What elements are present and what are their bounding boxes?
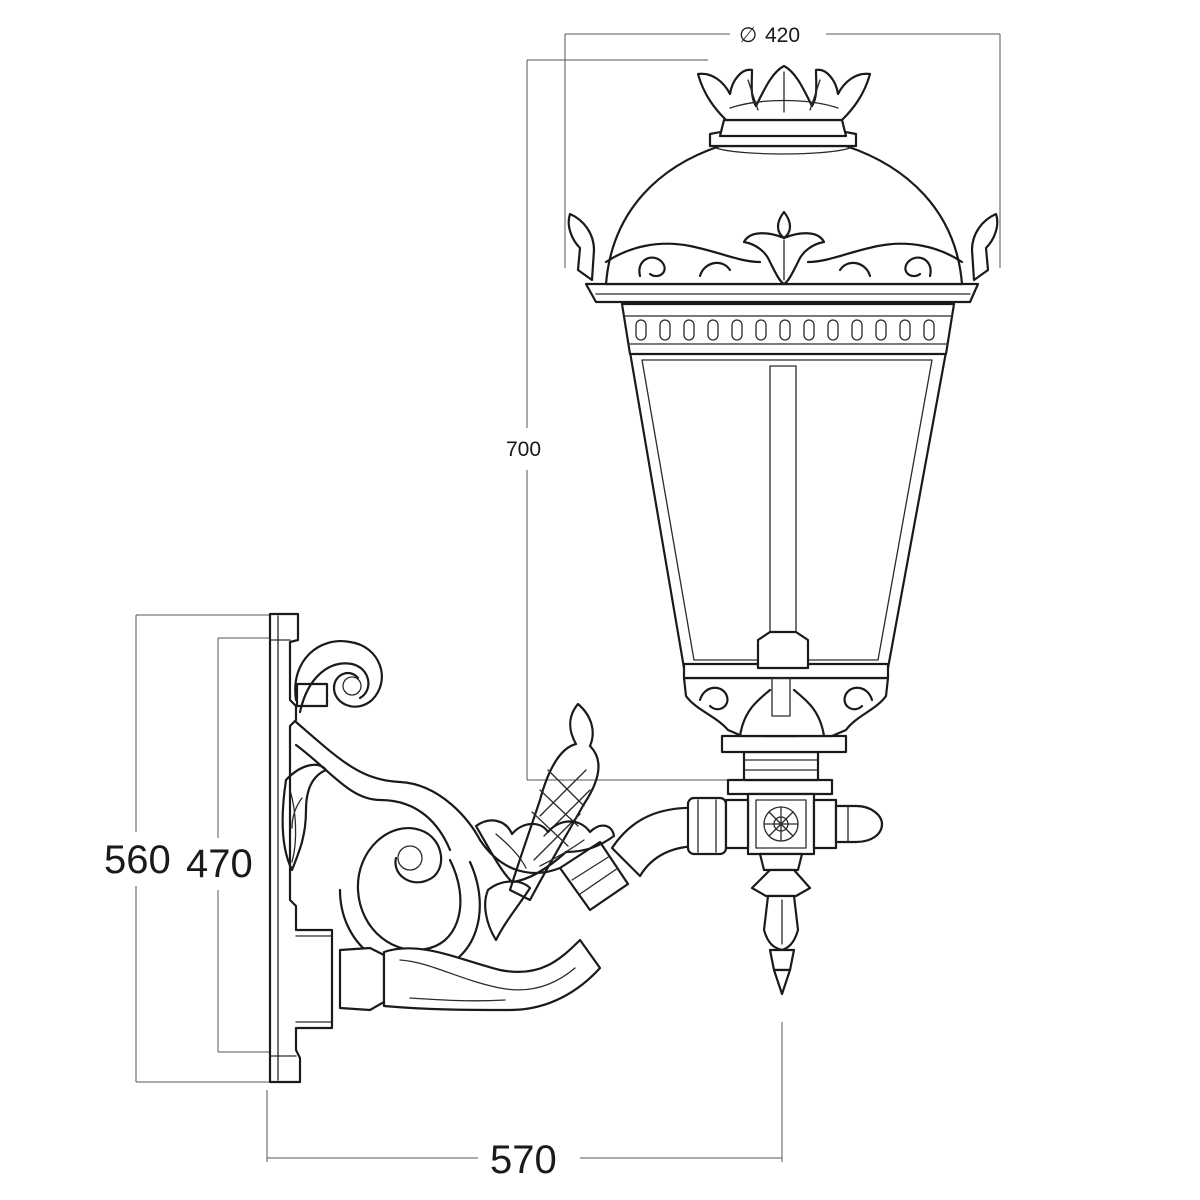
lantern-dome — [567, 64, 999, 286]
dimension-diameter-symbol: ∅ — [739, 24, 757, 47]
dimension-bracket-height: 560 — [104, 838, 171, 882]
dimension-overall-width: 570 — [490, 1138, 557, 1182]
acanthus-finial — [474, 702, 616, 942]
dimension-diameter-value: 420 — [765, 24, 800, 47]
dimension-plate-height: 470 — [186, 842, 253, 886]
dimension-lantern-height: 700 — [506, 438, 541, 461]
lantern-arm — [610, 778, 884, 996]
wall-plate — [268, 612, 334, 1084]
gallery-slots — [635, 319, 935, 341]
lantern-body — [584, 282, 980, 782]
dimension-lines — [135, 33, 1001, 1162]
bracket-scrollwork — [294, 639, 630, 1012]
